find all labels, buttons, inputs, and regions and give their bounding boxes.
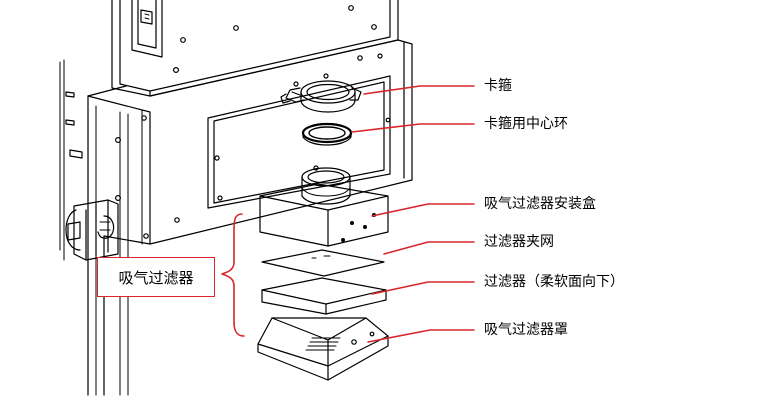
leader-filter: [371, 281, 475, 295]
group-label: 吸气过滤器: [118, 268, 194, 287]
label-filter-mesh: 过滤器夹网: [484, 234, 554, 250]
filter-pad-part: [261, 277, 387, 315]
group-brace: [221, 213, 245, 337]
leader-mesh: [383, 241, 475, 255]
filter-cover-part: [257, 317, 389, 381]
label-filter: 过滤器（柔软面向下）: [484, 274, 624, 290]
clamp-part: [280, 80, 362, 113]
group-label-box: 吸气过滤器: [97, 257, 215, 297]
leader-clamp: [363, 85, 475, 95]
leader-lines: [351, 85, 475, 343]
leader-centering-ring: [351, 123, 475, 133]
leader-cover: [367, 329, 475, 343]
label-filter-housing: 吸气过滤器安装盒: [484, 196, 596, 212]
filter-mesh-part: [261, 249, 385, 277]
centering-ring-part: [301, 122, 353, 146]
label-centering-ring: 卡箍用中心环: [484, 116, 568, 132]
machine-cabinet: [59, 0, 399, 261]
label-clamp: 卡箍: [484, 78, 512, 94]
label-filter-cover: 吸气过滤器罩: [484, 322, 568, 338]
filter-housing-part: [259, 167, 389, 247]
leader-housing: [371, 203, 475, 217]
door-hinge: [65, 199, 119, 261]
